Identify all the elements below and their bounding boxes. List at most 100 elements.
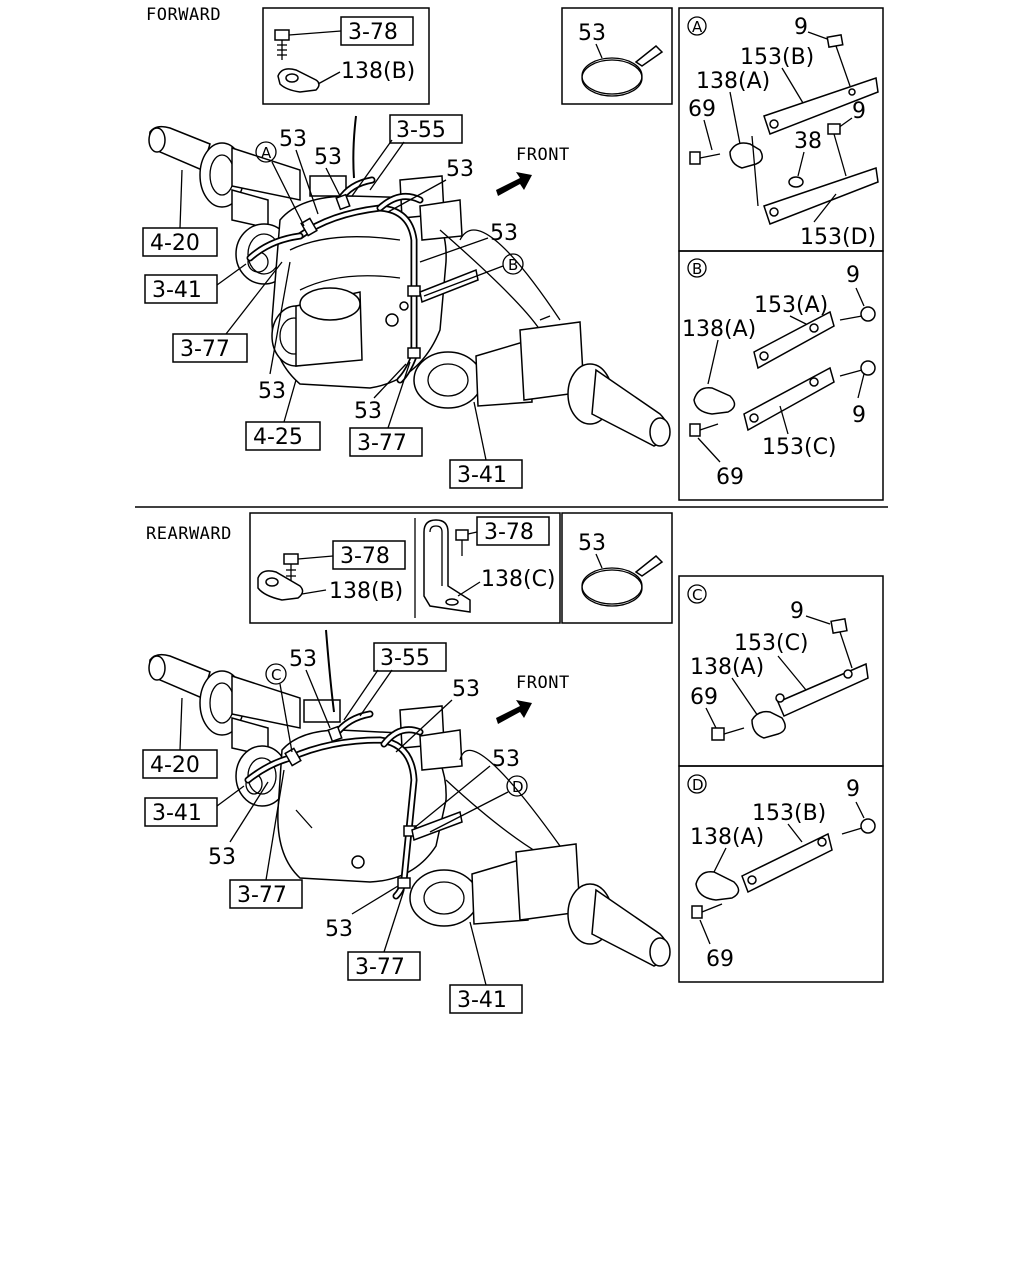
front-label: FRONT <box>516 673 570 693</box>
ref-4-20[interactable]: 4-20 <box>150 231 200 256</box>
bolt-icon <box>274 29 290 60</box>
clip-icon <box>729 142 763 169</box>
ref-3-77[interactable]: 3-77 <box>355 955 405 980</box>
part-9: 9 <box>790 599 804 624</box>
clip-icon <box>695 871 740 901</box>
bolt-icon <box>455 529 469 556</box>
callout-a: A <box>261 144 272 162</box>
part-9: 9 <box>846 777 860 802</box>
part-153c: 153(C) <box>734 631 809 656</box>
bracket-clip-icon <box>423 519 471 613</box>
part-138a: 138(A) <box>690 655 764 680</box>
part-153c: 153(C) <box>762 435 837 460</box>
part-138b: 138(B) <box>341 59 415 84</box>
circle-b-marker[interactable] <box>502 253 524 275</box>
bolt-icon <box>830 618 853 669</box>
part-153d: 153(D) <box>800 225 876 250</box>
part-9: 9 <box>852 99 866 124</box>
bottom-callouts: C 53 3-55 53 53 D 4-20 3-41 53 3-77 53 3… <box>142 642 528 1014</box>
callout-53: 53 <box>446 157 474 182</box>
top-axle-drawing <box>148 115 671 447</box>
bolt-icon <box>691 903 723 919</box>
detail-d-panel: D 9 153(B) 138(A) 69 <box>678 765 884 983</box>
callout-53: 53 <box>279 127 307 152</box>
part-153b: 153(B) <box>740 45 814 70</box>
part-69: 69 <box>716 465 744 490</box>
front-label: FRONT <box>516 145 570 165</box>
top-callouts: A 53 53 3-55 53 53 B 4-20 3-41 3-77 53 4… <box>142 114 524 489</box>
part-69: 69 <box>688 97 716 122</box>
part-138a: 138(A) <box>696 69 770 94</box>
callout-53: 53 <box>354 399 382 424</box>
callout-53: 53 <box>492 747 520 772</box>
clip-icon <box>693 387 736 415</box>
part-153b: 153(B) <box>752 801 826 826</box>
part-53: 53 <box>578 531 606 556</box>
detail-c-tag: C <box>692 586 702 604</box>
ref-3-77[interactable]: 3-77 <box>357 431 407 456</box>
part-38: 38 <box>794 129 822 154</box>
front-arrow-icon <box>496 700 532 724</box>
ref-4-20[interactable]: 4-20 <box>150 753 200 778</box>
ref-4-25[interactable]: 4-25 <box>253 425 303 450</box>
top-band-inset: 53 <box>561 7 673 105</box>
bolt-icon <box>689 423 719 437</box>
ref-3-78[interactable]: 3-78 <box>348 20 398 45</box>
clip-icon <box>277 68 320 93</box>
ref-3-41[interactable]: 3-41 <box>457 988 507 1013</box>
forward-header: FORWARD <box>146 5 221 25</box>
part-69: 69 <box>690 685 718 710</box>
bracket-icon <box>741 832 833 894</box>
circle-c-marker[interactable] <box>265 663 287 685</box>
bolt-icon <box>839 360 876 377</box>
bolt-icon <box>826 33 851 87</box>
part-138b: 138(B) <box>329 579 403 604</box>
ref-3-77[interactable]: 3-77 <box>237 883 287 908</box>
detail-a-panel: A 9 153(B) 138(A) 69 9 38 153( <box>678 7 884 252</box>
front-arrow-icon <box>496 172 532 196</box>
callout-53: 53 <box>208 845 236 870</box>
ref-3-78[interactable]: 3-78 <box>340 544 390 569</box>
circle-a-marker[interactable] <box>255 141 277 163</box>
clip-icon <box>257 570 304 601</box>
part-138a: 138(A) <box>690 825 764 850</box>
top-bolt-clip-inset: 3-78 138(B) <box>262 7 430 105</box>
part-53: 53 <box>578 21 606 46</box>
band-clamp-icon <box>581 554 664 607</box>
bottom-band-inset: 53 <box>561 512 673 624</box>
callout-53: 53 <box>289 647 317 672</box>
callout-53: 53 <box>258 379 286 404</box>
washer-icon <box>788 176 804 188</box>
rearward-header: REARWARD <box>146 524 232 544</box>
bolt-icon <box>689 151 721 165</box>
callout-53: 53 <box>490 221 518 246</box>
callout-53: 53 <box>314 145 342 170</box>
part-9: 9 <box>852 403 866 428</box>
detail-a-tag: A <box>692 18 703 36</box>
ref-3-41[interactable]: 3-41 <box>457 463 507 488</box>
part-138c: 138(C) <box>481 567 556 592</box>
part-69: 69 <box>706 947 734 972</box>
ref-3-55[interactable]: 3-55 <box>396 118 446 143</box>
ref-3-41[interactable]: 3-41 <box>152 278 202 303</box>
callout-c: C <box>271 666 281 684</box>
bolt-icon <box>841 818 876 835</box>
detail-b-panel: B 9 153(A) 138(A) 9 153(C) 69 <box>678 250 884 501</box>
detail-d-tag: D <box>692 776 704 794</box>
ref-3-41[interactable]: 3-41 <box>152 801 202 826</box>
ref-3-78[interactable]: 3-78 <box>484 520 534 545</box>
band-clamp-icon <box>581 44 664 97</box>
circle-d-marker[interactable] <box>506 775 528 797</box>
clip-icon <box>751 710 786 739</box>
callout-53: 53 <box>452 677 480 702</box>
callout-d: D <box>512 778 524 796</box>
bottom-bolt-clip-inset: 3-78 138(B) 3-78 138(C) <box>249 512 561 624</box>
bolt-icon <box>711 727 745 741</box>
detail-b-tag: B <box>692 260 702 278</box>
part-138a: 138(A) <box>682 317 756 342</box>
detail-c-panel: C 9 153(C) 138(A) 69 <box>678 575 884 767</box>
callout-53: 53 <box>325 917 353 942</box>
ref-3-77[interactable]: 3-77 <box>180 337 230 362</box>
ref-3-55[interactable]: 3-55 <box>380 646 430 671</box>
